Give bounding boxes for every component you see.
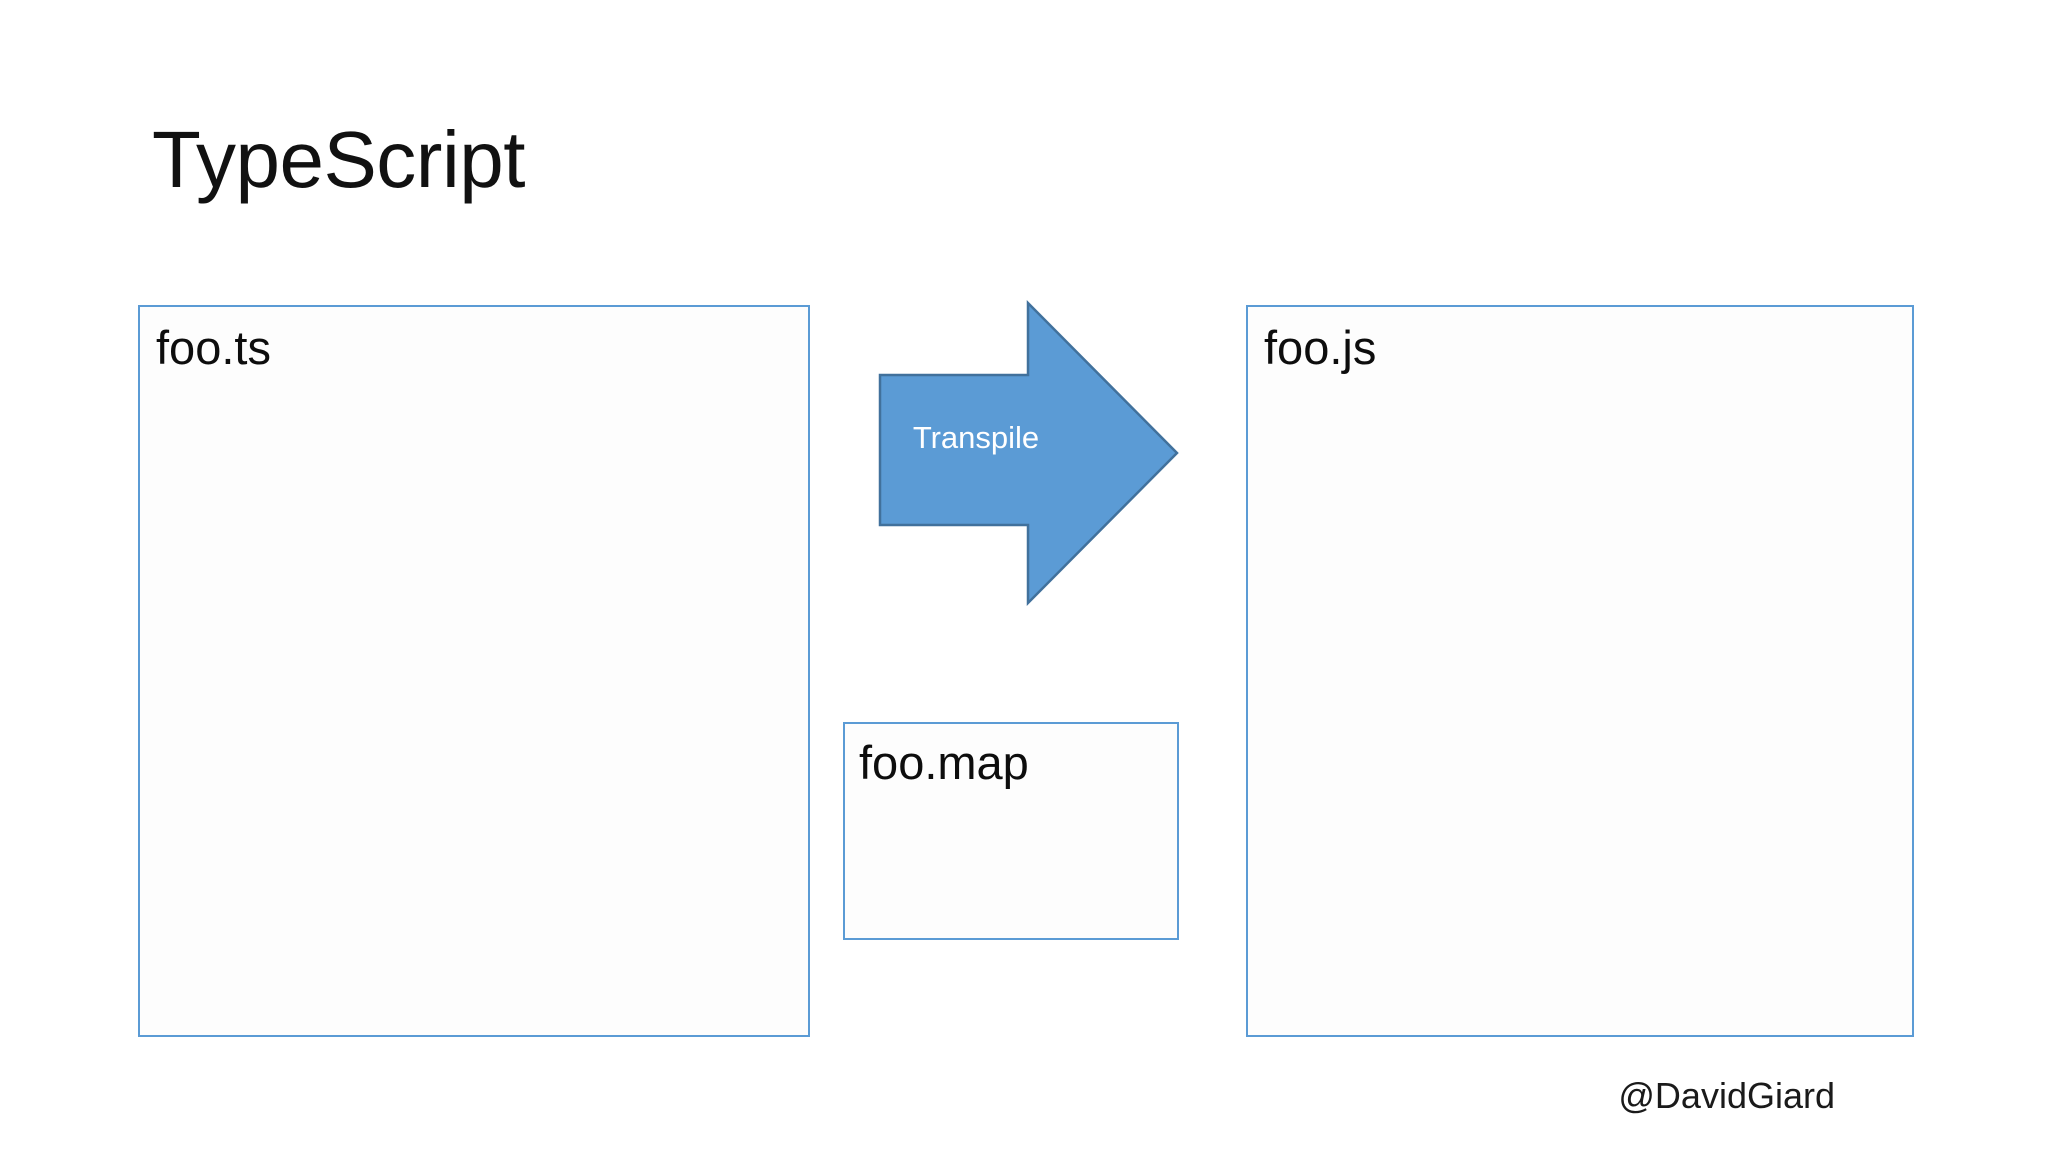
file-box-foo-js[interactable]: foo.js	[1246, 305, 1914, 1037]
right-arrow-icon	[878, 299, 1179, 607]
file-box-foo-ts[interactable]: foo.ts	[138, 305, 810, 1037]
file-box-label-foo-ts: foo.ts	[156, 321, 271, 374]
file-box-label-foo-js: foo.js	[1264, 321, 1377, 374]
transpile-arrow[interactable]: Transpile	[876, 298, 1182, 608]
page-title: TypeScript	[152, 115, 525, 204]
author-watermark: @DavidGiard	[1618, 1075, 1835, 1116]
file-box-label-foo-map: foo.map	[859, 736, 1029, 789]
file-box-foo-map[interactable]: foo.map	[843, 722, 1179, 940]
